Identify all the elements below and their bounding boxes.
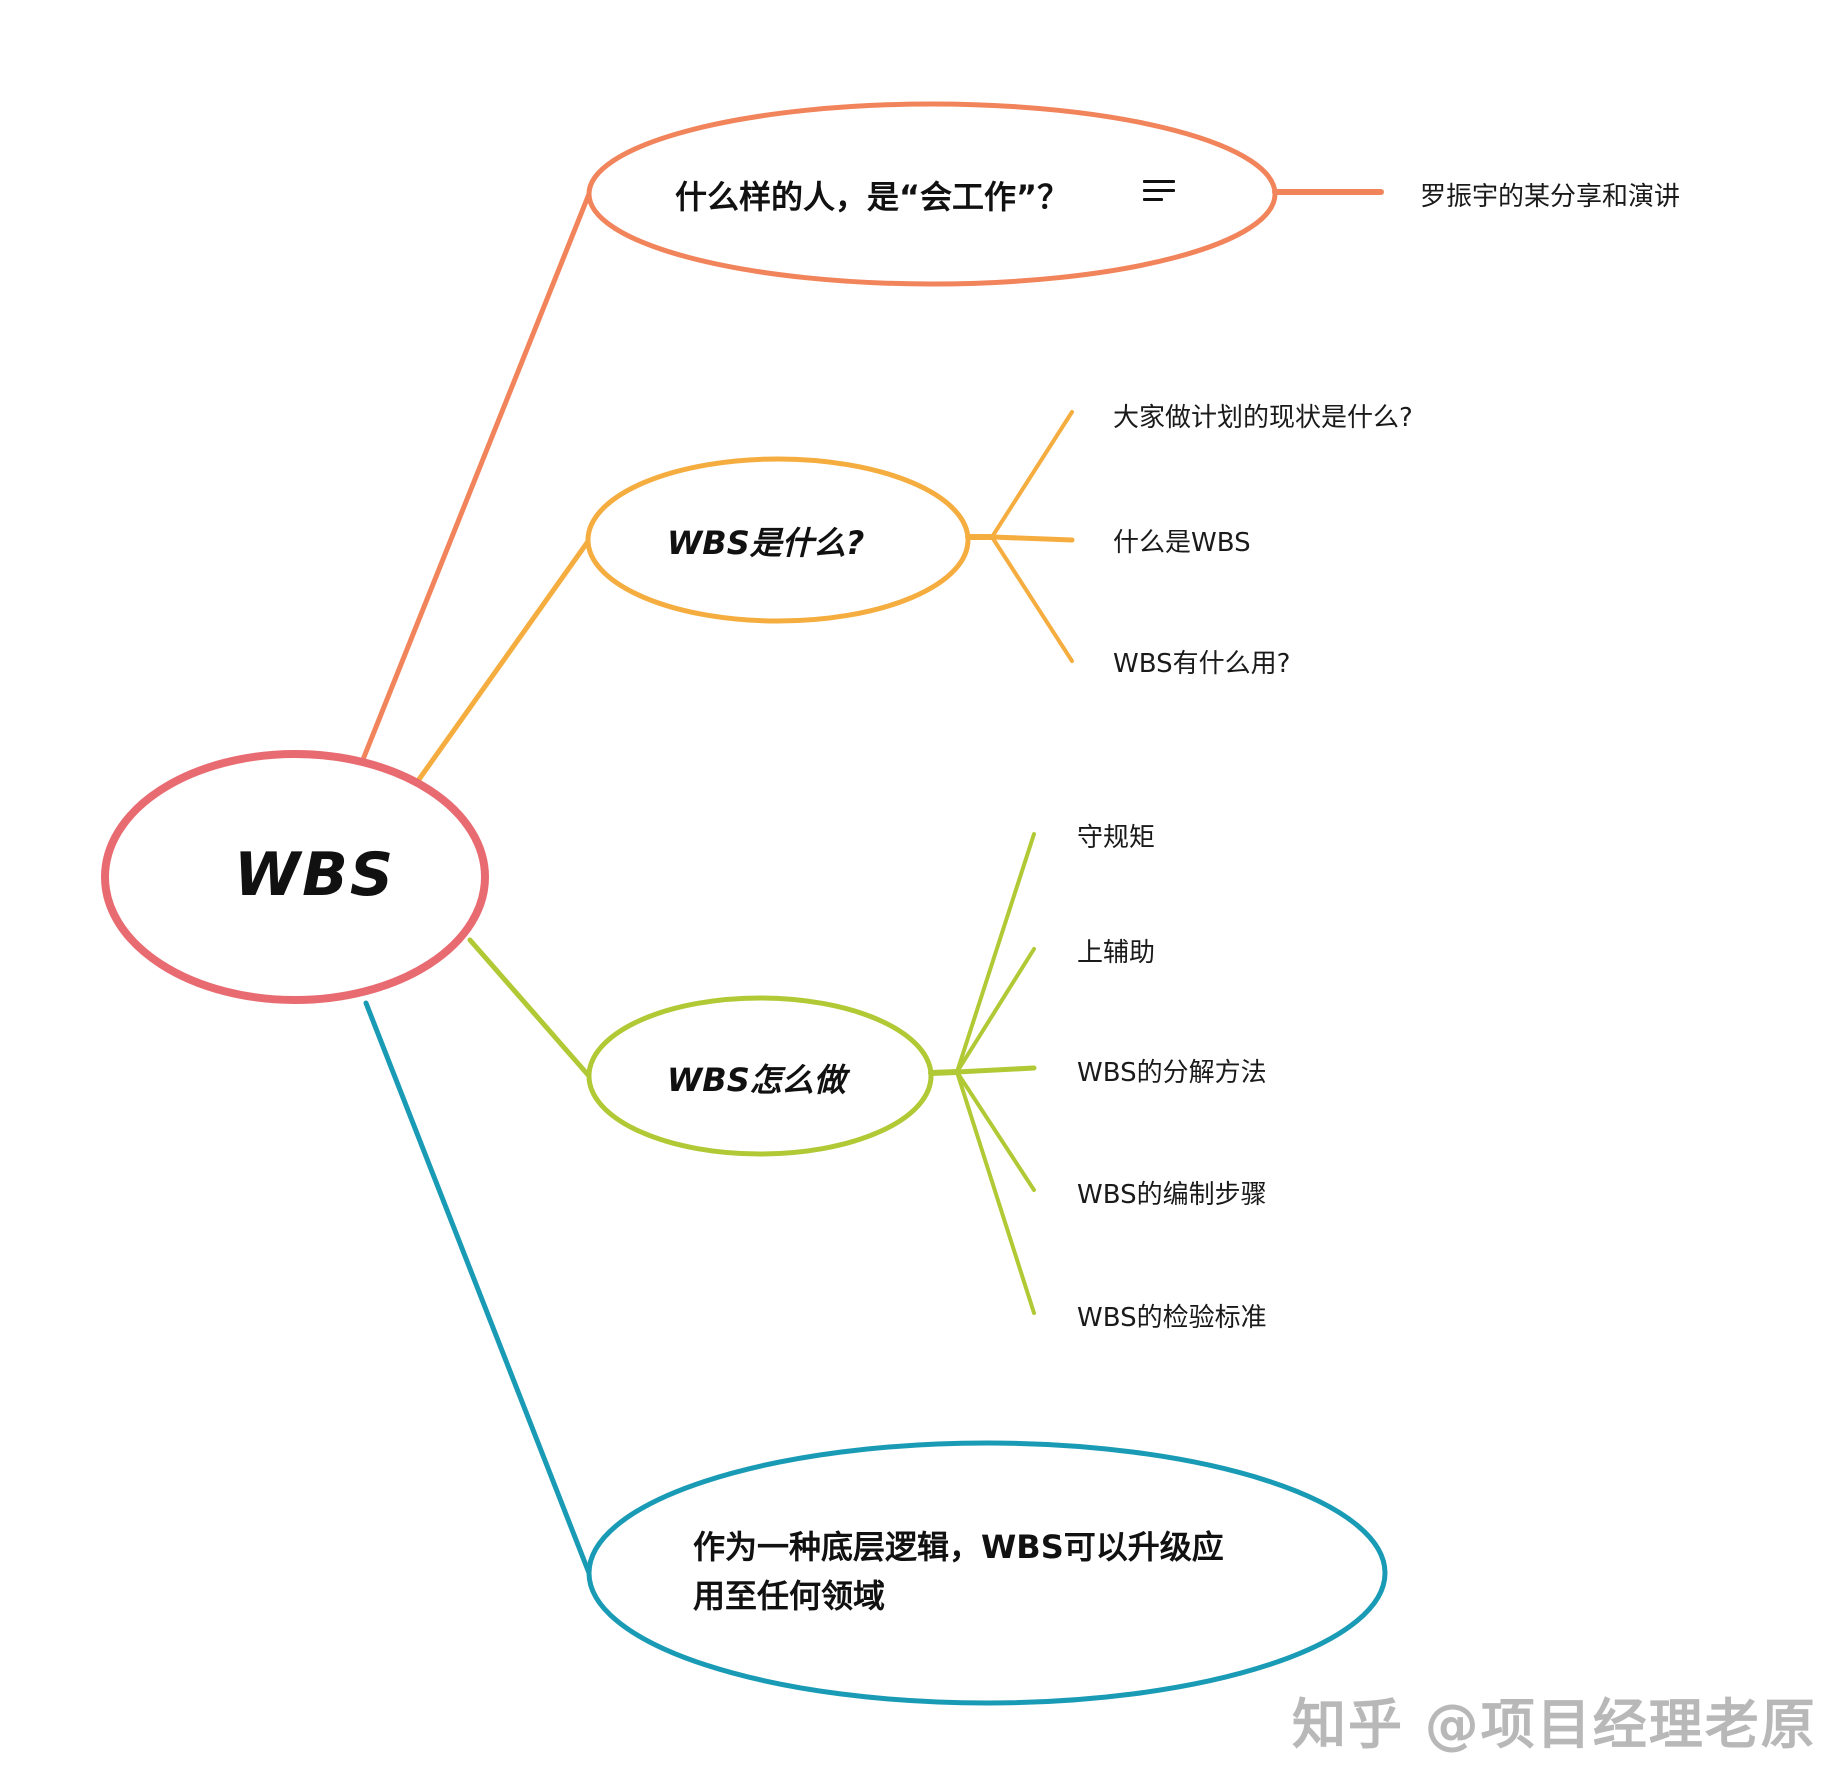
branch3-leaf-2[interactable]: 上辅助 (1077, 938, 1156, 968)
branch3-leaf-5[interactable]: WBS的检验标准 (1077, 1303, 1267, 1333)
connector-branch2-leaf2 (989, 534, 1075, 543)
branch4-label-line2: 用至任何领域 (693, 1577, 886, 1615)
branch3-leaf-4[interactable]: WBS的编制步骤 (1077, 1180, 1267, 1210)
connector-branch3-leaf5 (955, 1070, 1036, 1315)
branch1-leaf-1[interactable]: 罗振宇的某分享和演讲 (1420, 182, 1681, 212)
branch3-label: WBS怎么做 (667, 1061, 846, 1099)
branch2-leaf-3[interactable]: WBS有什么用? (1113, 649, 1291, 679)
connector-branch3-leaf4 (955, 1070, 1036, 1192)
branch2-leaf-2[interactable]: 什么是WBS (1113, 528, 1251, 558)
watermark: 知乎 @项目经理老原 (1292, 1693, 1817, 1756)
branch2-label: WBS是什么? (667, 524, 865, 562)
connector-branch2-leaf1 (990, 410, 1074, 539)
root-node[interactable] (101, 750, 489, 1004)
notes-icon[interactable] (1143, 180, 1175, 204)
connector-branch3-leaf2 (955, 947, 1036, 1074)
branch3-leaf-3[interactable]: WBS的分解方法 (1077, 1058, 1267, 1088)
branch4-label-line1: 作为一种底层逻辑，WBS可以升级应 (693, 1528, 1224, 1566)
connector-root-branch4 (363, 1000, 592, 1576)
branch1-label: 什么样的人，是“会工作”？ (675, 178, 1070, 216)
connector-root-branch2 (412, 537, 592, 788)
connector-branch2-leaf3 (990, 535, 1074, 663)
branch3-node[interactable] (586, 995, 934, 1157)
branch4-node[interactable] (586, 1440, 1388, 1706)
connector-branch3-stem (928, 1069, 960, 1076)
connector-root-branch1 (359, 191, 592, 765)
connector-branch3-leaf1 (955, 832, 1036, 1074)
branch2-leaf-1[interactable]: 大家做计划的现状是什么? (1113, 403, 1413, 433)
root-label: WBS (234, 840, 396, 910)
branch3-leaf-1[interactable]: 守规矩 (1077, 823, 1156, 853)
connector-root-branch3 (467, 937, 592, 1079)
connector-branch3-leaf3 (954, 1065, 1037, 1075)
